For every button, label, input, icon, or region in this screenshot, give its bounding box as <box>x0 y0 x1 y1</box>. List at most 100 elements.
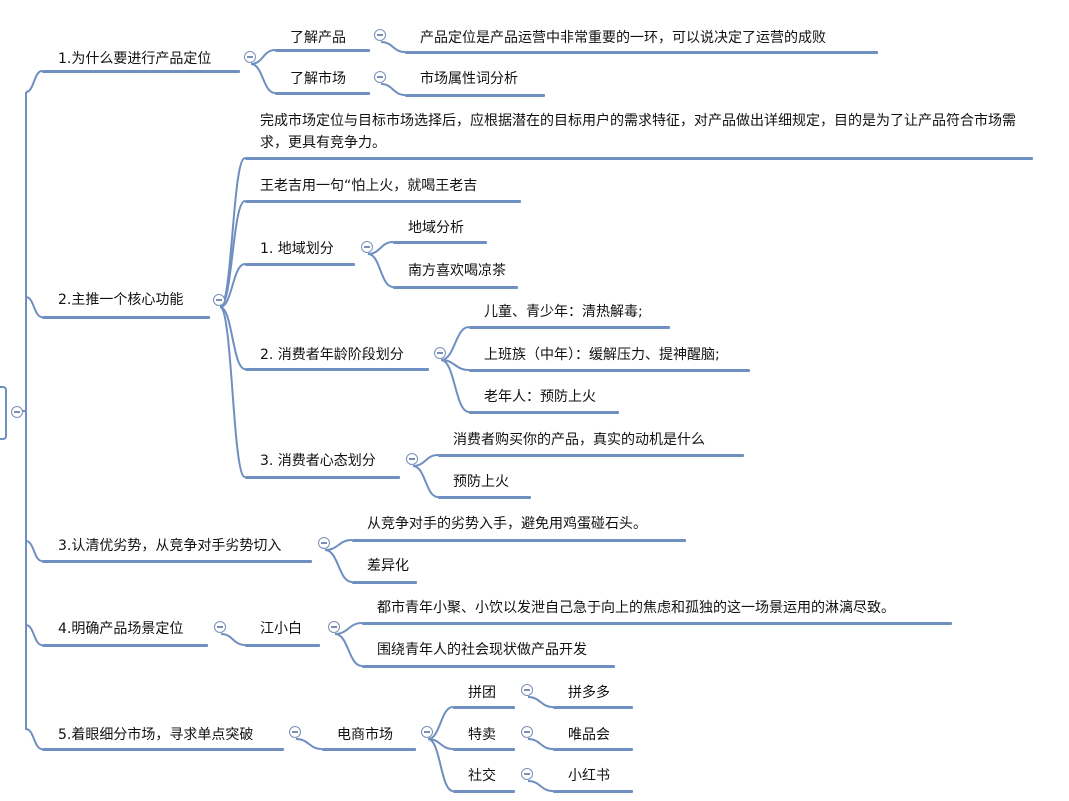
ecommerce-child-3[interactable]: 社交 <box>468 768 496 784</box>
region-child-1[interactable]: 地域分析 <box>408 220 464 236</box>
branch-1-label[interactable]: 1.为什么要进行产品定位 <box>58 51 212 67</box>
connector <box>527 780 554 792</box>
underline <box>275 49 370 52</box>
collapse-icon[interactable] <box>213 294 225 306</box>
connector <box>219 200 246 308</box>
ecommerce-child-2-example[interactable]: 唯品会 <box>568 727 610 743</box>
underline <box>245 157 1033 160</box>
underline <box>438 454 744 457</box>
connector <box>25 296 43 318</box>
branch-5-underline <box>42 748 284 751</box>
branch-1-child-2[interactable]: 了解市场 <box>290 71 346 87</box>
branch-3-child-1[interactable]: 从竞争对手的劣势入手，避免用鸡蛋碰石头。 <box>367 516 647 532</box>
mindset-child-2[interactable]: 预防上火 <box>453 474 509 490</box>
age-child-3[interactable]: 老年人：预防上火 <box>484 389 596 405</box>
connector <box>219 263 246 308</box>
underline <box>553 790 633 793</box>
connector <box>380 41 406 53</box>
ecommerce-child-2[interactable]: 特卖 <box>468 727 496 743</box>
underline <box>352 539 686 542</box>
branch-3-child-2[interactable]: 差异化 <box>367 558 409 574</box>
underline <box>322 748 416 751</box>
underline <box>453 748 515 751</box>
branch-3-label[interactable]: 3.认清优劣势，从竞争对手劣势切入 <box>58 538 282 554</box>
branch-2-example[interactable]: 王老吉用一句“怕上火，就喝王老吉 <box>260 178 478 194</box>
underline <box>362 665 615 668</box>
collapse-icon[interactable] <box>421 726 433 738</box>
connector <box>440 359 470 413</box>
connector <box>295 738 323 750</box>
underline <box>245 476 400 479</box>
branch-4-label[interactable]: 4.明确产品场景定位 <box>58 621 184 637</box>
underline <box>469 411 619 414</box>
underline <box>438 496 531 499</box>
underline <box>362 622 952 625</box>
branch-4-underline <box>42 644 208 647</box>
collapse-icon[interactable] <box>318 537 330 549</box>
connector <box>250 63 276 94</box>
collapse-icon[interactable] <box>328 621 340 633</box>
branch-1-child-1-detail[interactable]: 产品定位是产品运营中非常重要的一环，可以说决定了运营的成败 <box>420 30 826 46</box>
connector <box>25 624 43 646</box>
underline <box>553 706 633 709</box>
collapse-icon[interactable] <box>214 621 226 633</box>
connector <box>25 728 43 750</box>
collapse-icon[interactable] <box>521 684 533 696</box>
connector <box>324 549 353 583</box>
age-child-1[interactable]: 儿童、青少年：清热解毒; <box>484 304 643 320</box>
collapse-icon[interactable] <box>289 726 301 738</box>
branch-3-underline <box>42 560 312 563</box>
collapse-icon[interactable] <box>374 71 386 83</box>
branch-2-region[interactable]: 1. 地域划分 <box>260 241 334 257</box>
branch-2-description[interactable]: 完成市场定位与目标市场选择后，应根据潜在的目标用户的需求特征，对产品做出详细规定… <box>260 113 1016 151</box>
underline <box>469 326 670 329</box>
branch-1-underline <box>42 70 240 73</box>
underline <box>352 581 417 584</box>
branch-1-child-2-detail[interactable]: 市场属性词分析 <box>420 71 518 87</box>
branch-2-mindset[interactable]: 3. 消费者心态划分 <box>260 453 376 469</box>
connector <box>527 696 554 708</box>
underline <box>245 263 355 266</box>
mindset-child-1[interactable]: 消费者购买你的产品，真实的动机是什么 <box>453 432 705 448</box>
region-child-2[interactable]: 南方喜欢喝凉茶 <box>408 263 506 279</box>
branch-1-child-1[interactable]: 了解产品 <box>290 30 346 46</box>
branch-2-underline <box>42 316 210 319</box>
underline <box>393 286 518 289</box>
collapse-icon[interactable] <box>361 241 373 253</box>
connector <box>25 70 43 93</box>
branch-4-brand[interactable]: 江小白 <box>260 621 302 637</box>
connector <box>427 706 454 740</box>
underline <box>453 706 515 709</box>
collapse-icon[interactable] <box>11 406 23 418</box>
collapse-icon[interactable] <box>434 347 446 359</box>
collapse-icon[interactable] <box>521 768 533 780</box>
underline <box>245 644 320 647</box>
connector <box>334 633 363 667</box>
collapse-icon[interactable] <box>374 29 386 41</box>
ecommerce-child-1[interactable]: 拼团 <box>468 685 496 701</box>
connector <box>219 306 246 370</box>
connector <box>367 253 394 288</box>
ecommerce-child-1-example[interactable]: 拼多多 <box>568 685 610 701</box>
collapse-icon[interactable] <box>406 453 418 465</box>
underline <box>469 369 750 372</box>
branch-2-label[interactable]: 2.主推一个核心功能 <box>58 292 184 308</box>
collapse-icon[interactable] <box>521 726 533 738</box>
brand-child-2[interactable]: 围绕青年人的社会现状做产品开发 <box>377 642 587 658</box>
brand-child-1[interactable]: 都市青年小聚、小饮以发泄自己急于向上的焦虑和孤独的这一场景运用的淋漓尽致。 <box>377 600 895 616</box>
connector <box>527 738 554 750</box>
ecommerce-child-3-example[interactable]: 小红书 <box>568 768 610 784</box>
collapse-icon[interactable] <box>244 51 256 63</box>
branch-5-ecommerce[interactable]: 电商市场 <box>337 727 393 743</box>
root-node[interactable] <box>0 386 7 440</box>
connector <box>412 465 439 498</box>
connector <box>25 540 43 562</box>
connector <box>220 633 246 646</box>
age-child-2[interactable]: 上班族（中年）：缓解压力、提神醒脑; <box>484 347 720 363</box>
underline <box>275 92 370 95</box>
connector <box>219 306 246 478</box>
branch-2-age[interactable]: 2. 消费者年龄阶段划分 <box>260 347 404 363</box>
branch-5-label[interactable]: 5.着眼细分市场，寻求单点突破 <box>58 727 254 743</box>
